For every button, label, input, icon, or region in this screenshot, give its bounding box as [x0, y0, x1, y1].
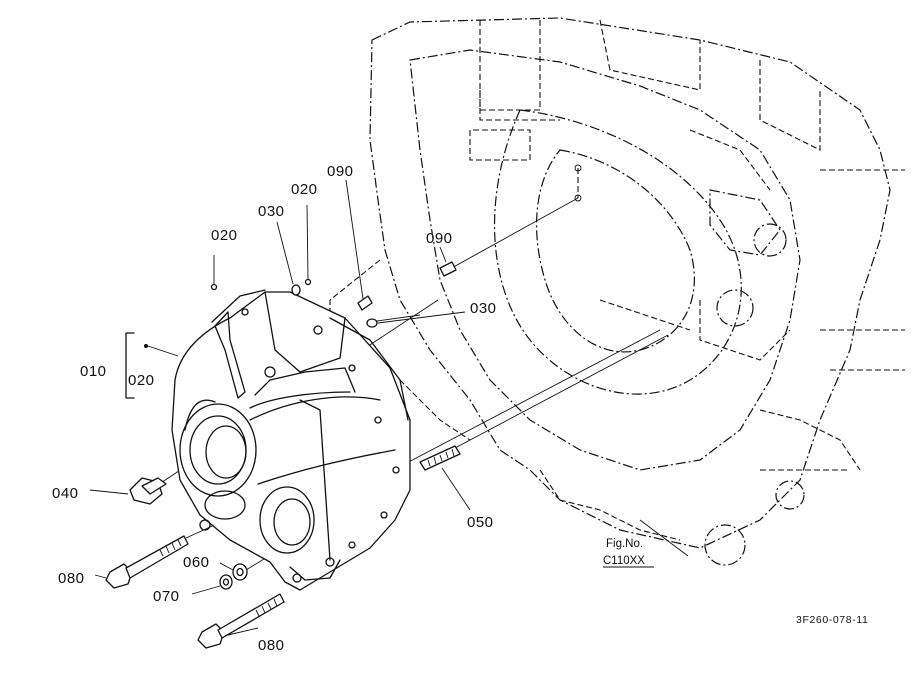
cover-part	[171, 289, 411, 591]
pin-020-b	[304, 204, 312, 286]
label-080-a: 080	[58, 570, 85, 587]
label-030-b: 030	[470, 300, 497, 317]
label-040: 040	[52, 485, 79, 502]
label-050: 050	[467, 514, 494, 531]
plug-090-a	[345, 179, 373, 311]
label-080-b: 080	[258, 637, 285, 654]
stud-050	[419, 445, 471, 511]
label-090-a: 090	[327, 163, 354, 180]
label-020-bracket: 020	[128, 372, 155, 389]
o-ring-030-a	[276, 221, 301, 296]
pin-020-a	[210, 255, 218, 291]
label-020-a: 020	[211, 227, 238, 244]
part-labels: 010 020 020 020 030 030 040 050 060 070 …	[52, 163, 497, 654]
label-010: 010	[80, 363, 107, 380]
label-060: 060	[183, 554, 210, 571]
plug-bolt-040	[89, 477, 167, 505]
o-ring-030-b	[366, 311, 466, 328]
drawing-code: 3F260-078-11	[796, 614, 868, 626]
plug-090-b	[439, 246, 457, 277]
washer-070	[191, 574, 233, 595]
bolt-080-b	[197, 593, 285, 649]
label-090-b: 090	[426, 230, 453, 247]
washer-060	[219, 562, 248, 581]
bolt-080-a	[94, 535, 189, 589]
transmission-case-outline	[329, 17, 905, 566]
label-070: 070	[153, 588, 180, 605]
label-030-a: 030	[258, 203, 285, 220]
group-bracket-010	[125, 332, 179, 399]
fig-ref-line2: C110XX	[603, 555, 645, 567]
figure-reference: Fig.No. C110XX	[603, 519, 689, 568]
fig-ref-line1: Fig.No.	[606, 538, 643, 550]
label-020-b: 020	[291, 181, 318, 198]
